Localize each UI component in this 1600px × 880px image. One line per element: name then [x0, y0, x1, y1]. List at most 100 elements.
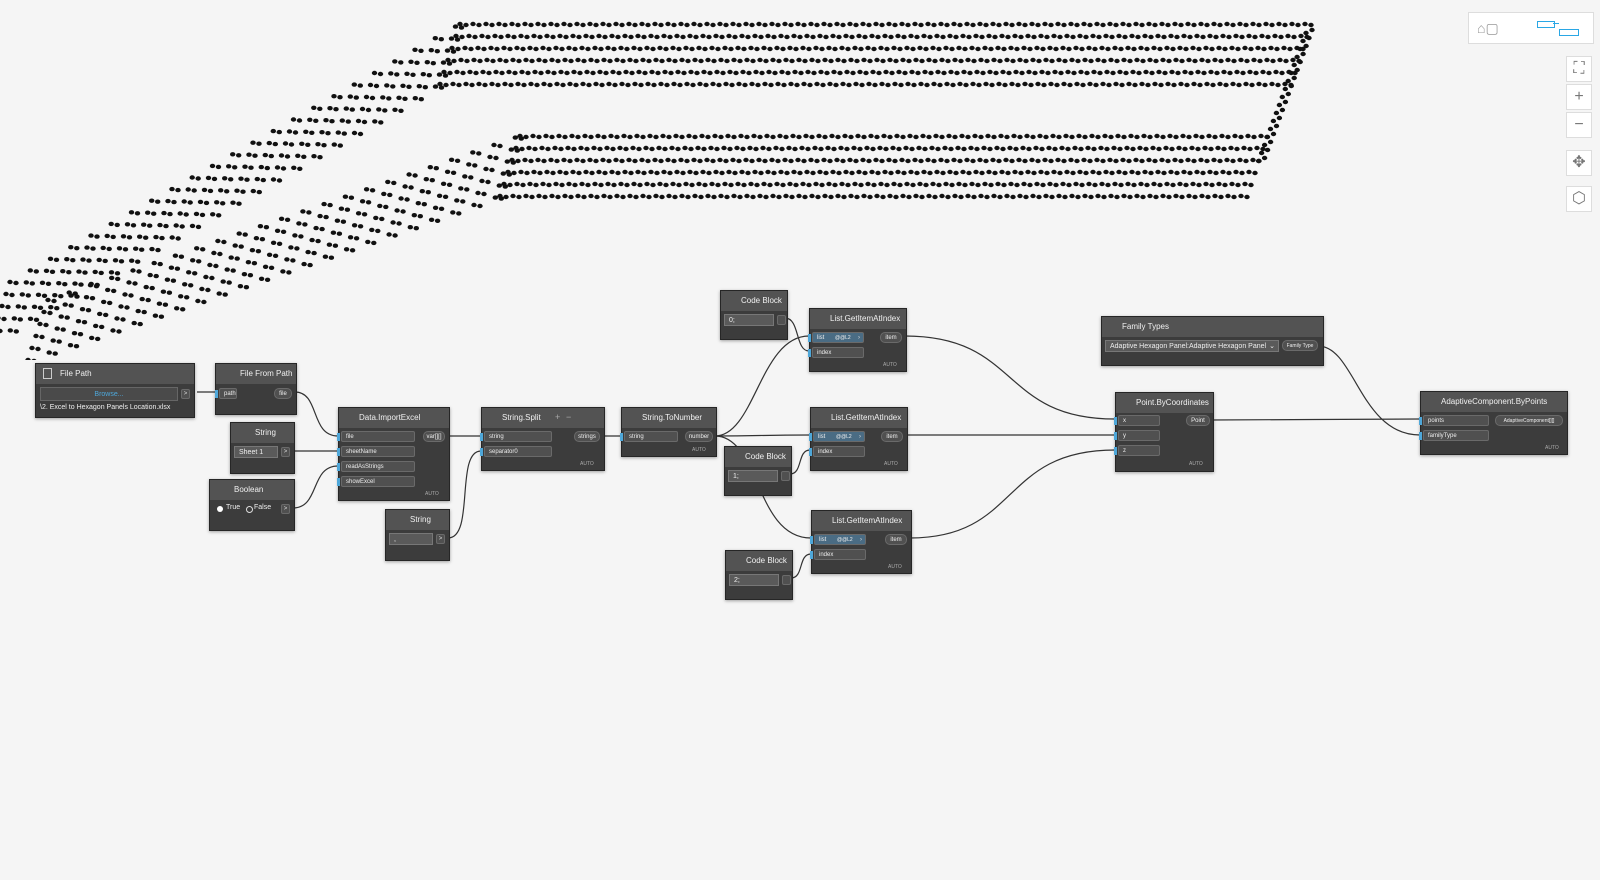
- point-marker: [997, 194, 1003, 200]
- input-port-y[interactable]: y: [1114, 430, 1160, 441]
- point-by-coordinates-node[interactable]: Point.ByCoordinates x y z Point AUTO: [1114, 392, 1214, 472]
- code-block-node-2[interactable]: Code Block 1;: [724, 446, 792, 496]
- geometry-view-icon[interactable]: ⌂▢: [1477, 20, 1499, 36]
- point-marker: [1231, 58, 1237, 64]
- output-port[interactable]: [777, 315, 786, 325]
- zoom-out-button[interactable]: −: [1566, 112, 1592, 138]
- point-marker: [1237, 21, 1243, 27]
- true-radio[interactable]: [217, 506, 223, 512]
- input-port-readasstrings[interactable]: readAsStrings: [337, 461, 415, 472]
- graph-view-icon[interactable]: [1535, 19, 1581, 37]
- family-types-node[interactable]: Family Types Adaptive Hexagon Panel:Adap…: [1101, 316, 1324, 366]
- output-port[interactable]: item: [880, 332, 902, 343]
- point-marker: [1156, 69, 1162, 75]
- adaptive-component-node[interactable]: AdaptiveComponent.ByPoints points family…: [1419, 391, 1568, 455]
- code-editor[interactable]: 0;: [724, 314, 774, 326]
- input-port-sheetname[interactable]: sheetName: [337, 446, 415, 457]
- view-toggle[interactable]: ⌂▢: [1468, 12, 1594, 44]
- output-port[interactable]: strings: [574, 431, 600, 442]
- output-port-file[interactable]: file: [274, 388, 292, 399]
- input-port-list[interactable]: list@@L2›: [809, 431, 865, 442]
- point-marker: [955, 145, 961, 151]
- point-marker: [422, 85, 428, 90]
- point-marker: [122, 247, 129, 252]
- point-marker: [835, 193, 841, 199]
- point-marker: [751, 133, 757, 139]
- input-port-index[interactable]: index: [808, 347, 864, 358]
- family-type-dropdown[interactable]: Adaptive Hexagon Panel:Adaptive Hexagon …: [1105, 340, 1279, 352]
- input-port-points[interactable]: points: [1419, 415, 1489, 426]
- output-port[interactable]: item: [881, 431, 903, 442]
- input-port-x[interactable]: x: [1114, 415, 1160, 426]
- zoom-in-button[interactable]: +: [1566, 84, 1592, 110]
- false-radio[interactable]: [246, 506, 253, 513]
- input-port-familytype[interactable]: familyType: [1419, 430, 1489, 441]
- code-block-node-3[interactable]: Code Block 2;: [725, 550, 793, 600]
- orbit-button[interactable]: ⬡: [1566, 186, 1592, 212]
- zoom-fit-button[interactable]: ⛶: [1566, 56, 1592, 82]
- remove-input-button[interactable]: −: [566, 412, 572, 422]
- point-marker: [705, 57, 711, 63]
- point-marker: [1208, 69, 1214, 75]
- import-excel-node[interactable]: Data.ImportExcel file sheetName readAsSt…: [337, 407, 450, 501]
- point-marker: [1188, 70, 1194, 76]
- output-port[interactable]: >: [436, 534, 445, 544]
- boolean-node[interactable]: Boolean True False >: [209, 479, 295, 531]
- point-marker: [135, 308, 141, 314]
- input-port-separator[interactable]: separator0: [480, 446, 552, 457]
- to-number-node[interactable]: String.ToNumber string number AUTO: [620, 407, 717, 457]
- string-input[interactable]: ,: [389, 533, 433, 545]
- output-port[interactable]: >: [181, 389, 190, 399]
- browse-button[interactable]: Browse...: [40, 387, 178, 401]
- input-port-string[interactable]: string: [480, 431, 552, 442]
- code-editor[interactable]: 1;: [728, 470, 778, 482]
- input-port-file[interactable]: file: [337, 431, 415, 442]
- point-marker: [1108, 57, 1114, 63]
- string-node-sheet[interactable]: String Sheet 1 >: [230, 422, 295, 474]
- point-marker: [1133, 21, 1139, 27]
- point-marker: [402, 184, 408, 189]
- output-port[interactable]: number: [685, 431, 713, 442]
- output-port[interactable]: Family Type: [1282, 340, 1318, 351]
- point-marker: [1223, 82, 1229, 88]
- code-editor[interactable]: 2;: [729, 574, 779, 586]
- point-marker: [1066, 182, 1072, 188]
- point-marker: [278, 216, 285, 221]
- input-port-string[interactable]: string: [620, 431, 678, 442]
- file-path-node[interactable]: File Path Browse... > \2. Excel to Hexag…: [35, 363, 195, 418]
- input-port-list[interactable]: list@@L2›: [808, 332, 864, 343]
- output-port[interactable]: >: [281, 447, 290, 457]
- point-marker: [1203, 45, 1209, 51]
- point-marker: [565, 145, 571, 151]
- get-item-node-2[interactable]: List.GetItemAtIndex list@@L2› index item…: [809, 407, 908, 471]
- output-port[interactable]: item: [885, 534, 907, 545]
- input-port-list[interactable]: list@@L2›: [810, 534, 866, 545]
- output-port[interactable]: [781, 471, 790, 481]
- output-port[interactable]: AdaptiveComponent[][]: [1495, 415, 1563, 426]
- output-port[interactable]: Point: [1186, 415, 1210, 426]
- point-marker: [921, 169, 927, 175]
- string-node-separator[interactable]: String , >: [385, 509, 450, 561]
- input-port-path[interactable]: path: [215, 388, 237, 399]
- point-marker: [60, 269, 66, 274]
- input-port-index[interactable]: index: [810, 549, 866, 560]
- input-port-z[interactable]: z: [1114, 445, 1160, 456]
- pan-button[interactable]: ✥: [1566, 150, 1592, 176]
- get-item-node-3[interactable]: List.GetItemAtIndex list@@L2› index item…: [810, 510, 912, 574]
- string-input[interactable]: Sheet 1: [234, 446, 278, 458]
- get-item-node-1[interactable]: List.GetItemAtIndex list@@L2› index item…: [808, 308, 907, 372]
- add-input-button[interactable]: +: [555, 412, 561, 422]
- input-port-index[interactable]: index: [809, 446, 865, 457]
- string-split-node[interactable]: String.Split + − string separator0 strin…: [480, 407, 605, 471]
- input-port-showexcel[interactable]: showExcel: [337, 476, 415, 487]
- output-port[interactable]: var[][]: [423, 431, 445, 442]
- output-port[interactable]: [782, 575, 791, 585]
- point-marker: [447, 70, 453, 76]
- output-port[interactable]: >: [281, 504, 290, 514]
- point-marker: [922, 146, 928, 152]
- file-from-path-node[interactable]: File From Path path file: [215, 363, 297, 415]
- code-block-node-1[interactable]: Code Block 0;: [720, 290, 788, 340]
- point-marker: [687, 33, 693, 39]
- point-marker: [995, 181, 1001, 187]
